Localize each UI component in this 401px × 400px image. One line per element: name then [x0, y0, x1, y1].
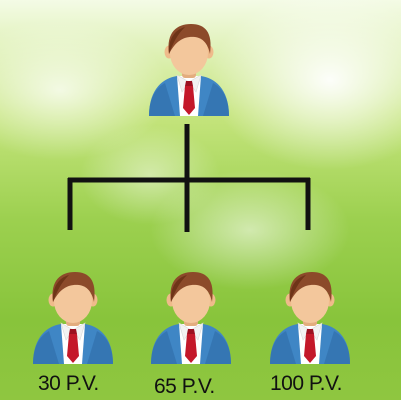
pv-label-3: 100 P.V.	[270, 372, 342, 395]
child-person-icon-1	[32, 271, 114, 365]
connector-lines	[67, 124, 311, 232]
child-person-icon-2	[150, 271, 232, 365]
root-person-icon	[148, 23, 230, 117]
pv-label-1: 30 P.V.	[38, 372, 99, 395]
child-person-icon-3	[269, 271, 351, 365]
pv-label-2: 65 P.V.	[154, 375, 215, 398]
